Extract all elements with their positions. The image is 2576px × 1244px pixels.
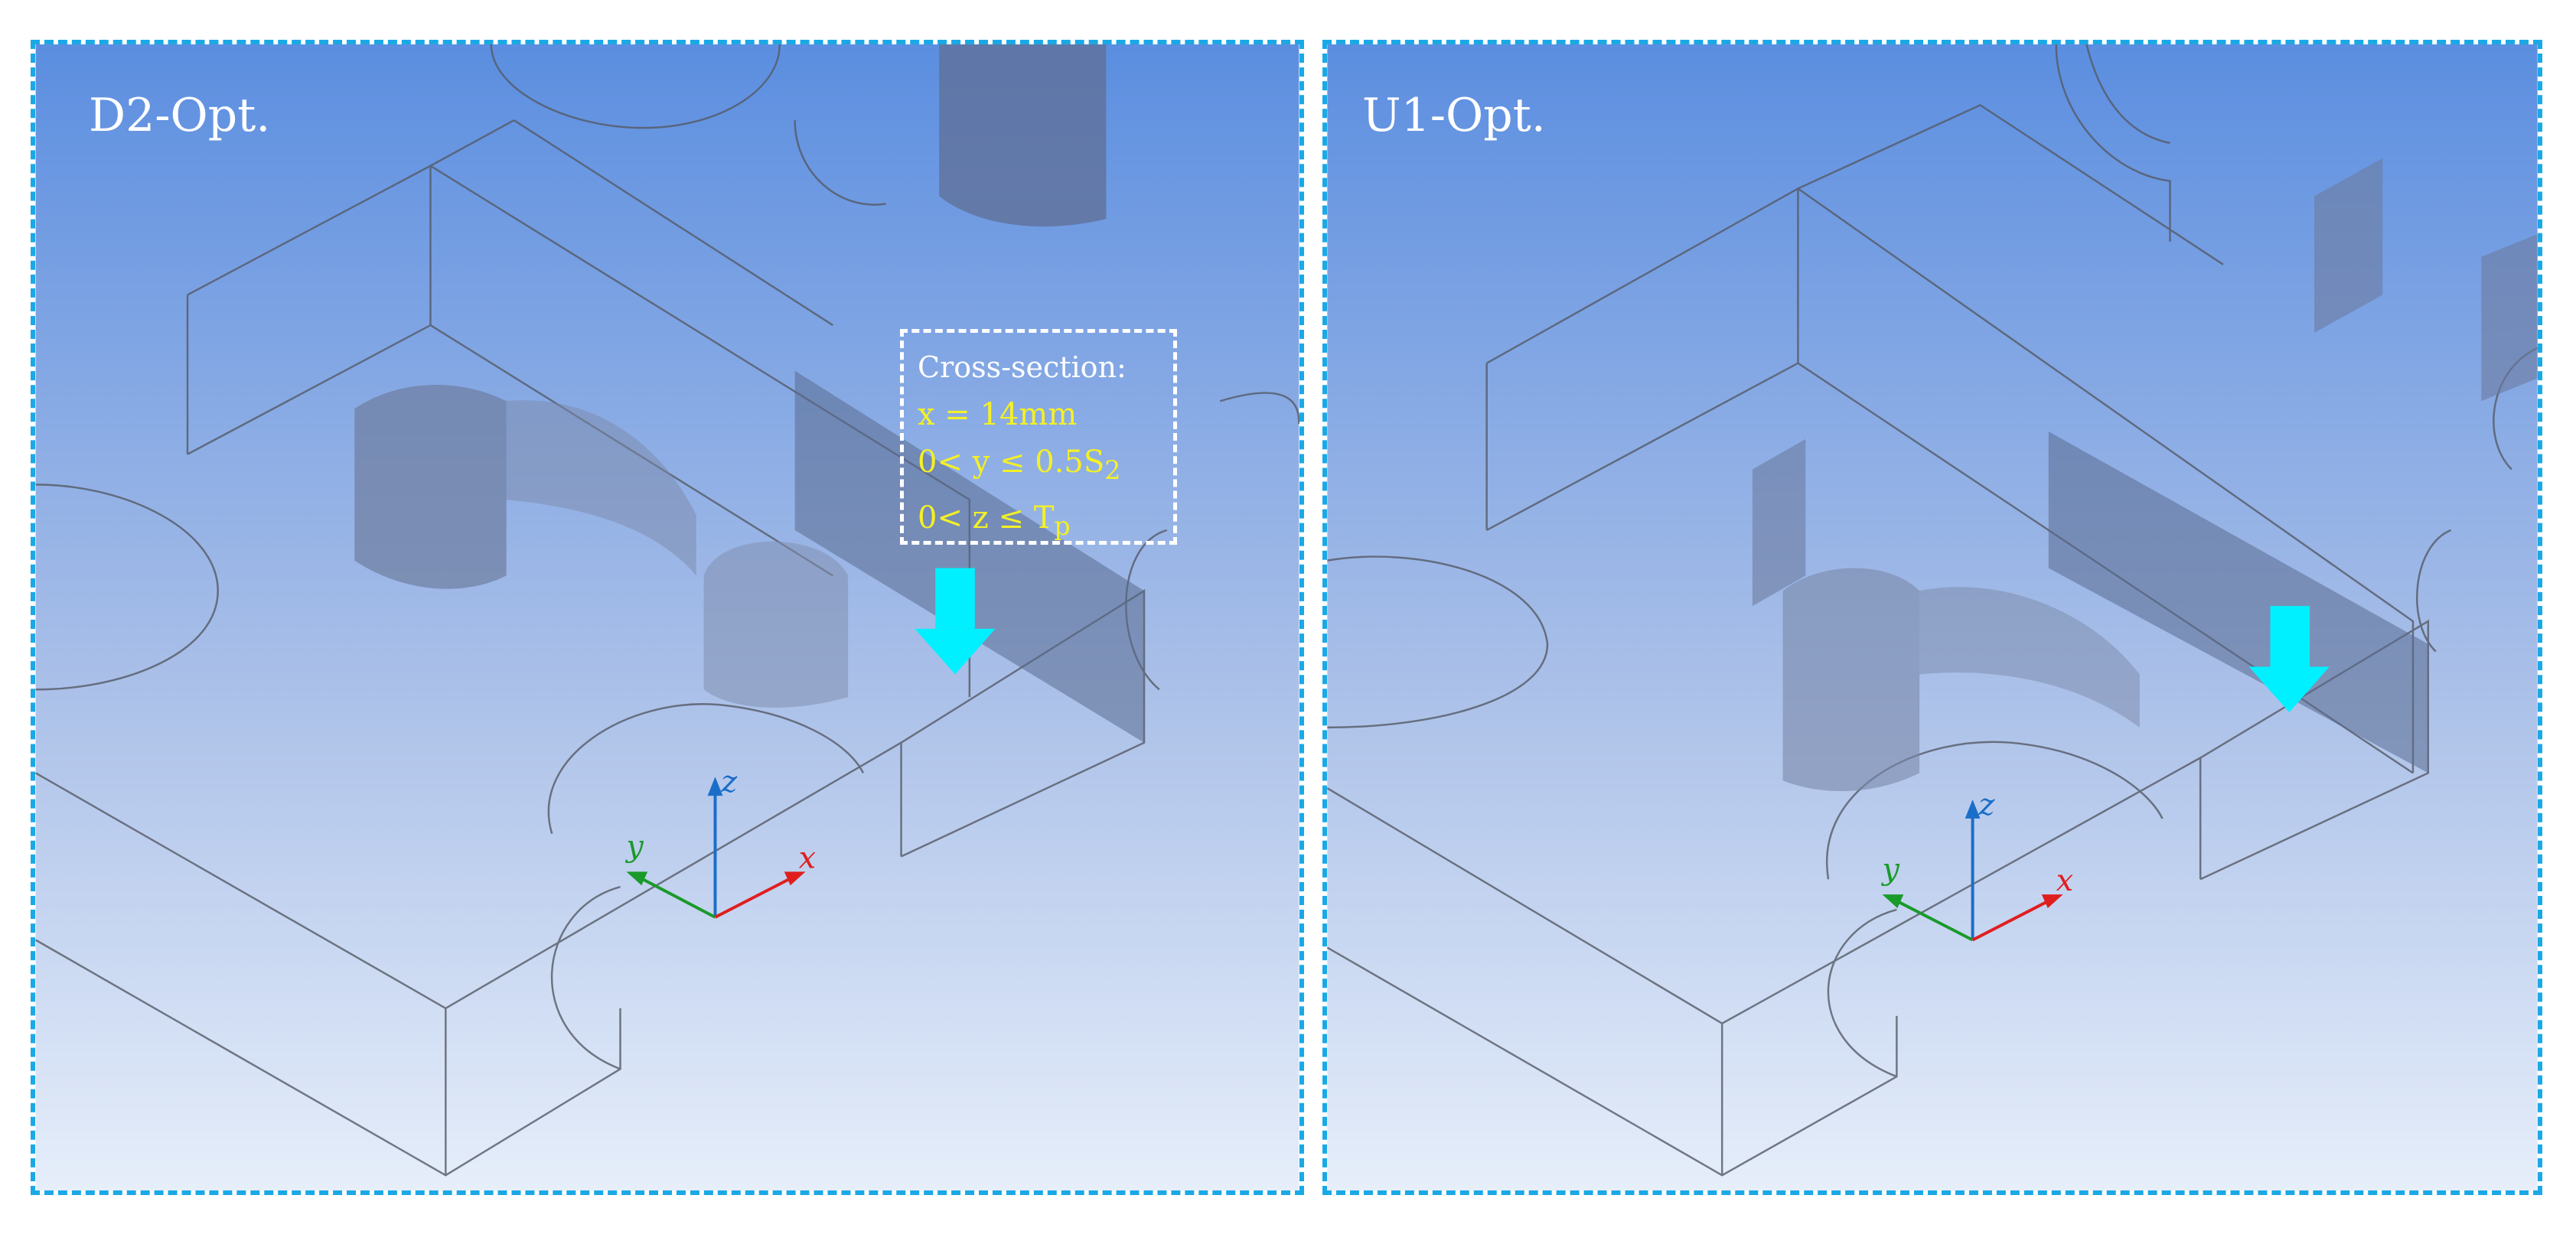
load-arrow [2248, 606, 2330, 713]
z-arrowhead [707, 777, 723, 796]
cut-wall [794, 370, 1145, 743]
slot-wall-left [1782, 568, 1920, 792]
cross-section-box: Cross-section: x = 14mm 0< y ≤ 0.5S2 0< … [900, 329, 1177, 545]
load-arrow [915, 568, 996, 675]
x-axis-label: x [2056, 863, 2073, 898]
fin-far-right [2481, 234, 2538, 402]
y-arrowhead [1882, 894, 1904, 908]
slot-wall-inner [506, 400, 696, 576]
y-axis-label: y [624, 829, 644, 864]
x-axis [714, 874, 796, 919]
cross-section-heading: Cross-section: [918, 350, 1127, 384]
y-arrowhead [626, 871, 648, 886]
x-arrowhead [2041, 894, 2063, 908]
y-axis-label: y [1881, 852, 1900, 887]
panel-title: U1-Opt. [1362, 89, 1546, 142]
slot-wall-center [703, 541, 849, 708]
y-axis [636, 874, 716, 919]
axis-triad: z y x [624, 764, 816, 919]
d2-opt-3d-view: z y x [35, 44, 1299, 1190]
z-axis-label: z [1978, 787, 1996, 822]
slot-wall-left [354, 385, 507, 589]
cross-section-z: 0< z ≤ Tp [918, 500, 1071, 541]
x-axis-label: x [799, 840, 816, 875]
panel-d2-opt: z y x D2-Opt. Cross-section: x = 14mm 0<… [31, 40, 1304, 1195]
panel-title: D2-Opt. [89, 89, 271, 142]
u1-opt-3d-view: z y x [1327, 44, 2538, 1190]
cross-section-y: 0< y ≤ 0.5S2 [918, 445, 1121, 485]
y-axis [1892, 897, 1974, 942]
z-arrowhead [1965, 799, 1981, 819]
panel-u1-opt: z y x U1-Opt. [1322, 40, 2542, 1195]
slot-wall-upper [939, 44, 1107, 227]
cut-wall [2048, 431, 2428, 773]
z-axis-label: z [720, 764, 738, 799]
x-axis [1971, 897, 2053, 942]
fin-upper-right [2314, 158, 2383, 333]
x-arrowhead [784, 871, 806, 886]
axis-triad: z y x [1881, 787, 2073, 942]
fin-mid [1752, 438, 1806, 607]
slot-wall-center [1919, 587, 2140, 728]
cross-section-x: x = 14mm [918, 397, 1078, 432]
